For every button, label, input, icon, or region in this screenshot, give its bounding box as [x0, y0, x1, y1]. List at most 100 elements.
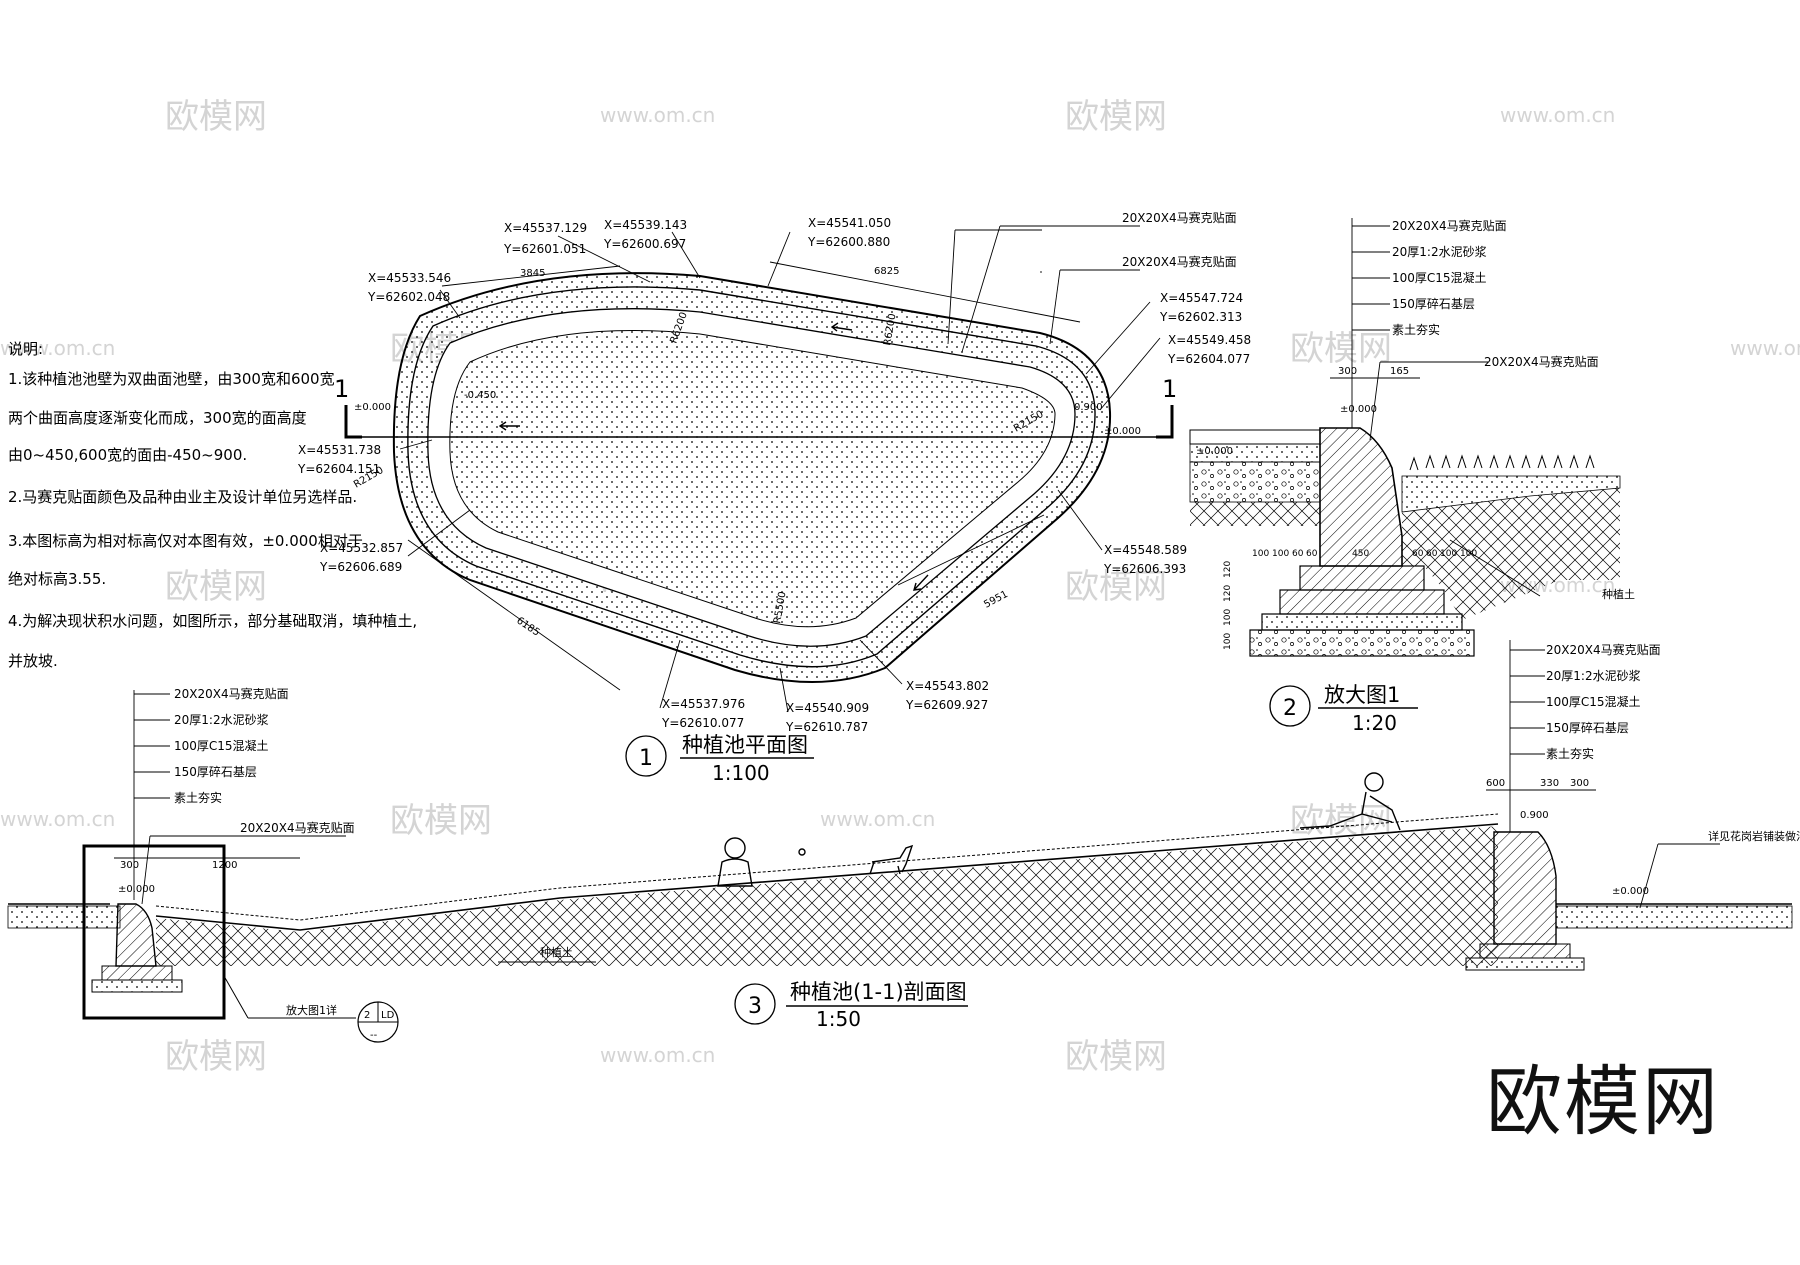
- detail-dim: 450: [1352, 549, 1369, 559]
- section-paving-left: [7, 905, 121, 929]
- coord-y: Y=62604.151: [297, 462, 380, 476]
- coord-y: Y=62602.048: [367, 290, 450, 304]
- coord-x: X=45533.546: [368, 271, 451, 285]
- section-layer: 150厚碎石基层: [1546, 720, 1629, 735]
- detail-ref-label: 放大图1详: [286, 1003, 337, 1017]
- plan-view: 1 1: [334, 225, 1177, 713]
- section-slope-band: [155, 813, 1499, 921]
- watermark-logo: 欧模网: [1290, 801, 1392, 841]
- section-paving-right: [1555, 905, 1793, 929]
- slope-arrow: [498, 421, 520, 431]
- section-layer: 100厚C15混凝土: [174, 738, 269, 753]
- detail-ref-right: LD: [381, 1010, 395, 1021]
- watermark-logo: 欧模网: [165, 1037, 267, 1077]
- section-left-wall: [115, 903, 157, 967]
- detail-callout-box: [82, 844, 226, 1020]
- detail-dim: 60: [1412, 549, 1424, 559]
- section-number: 3: [748, 994, 762, 1019]
- detail-dim: 100: [1460, 549, 1477, 559]
- detail-dim: 300: [1338, 366, 1357, 377]
- section-right-note: 详见花岗岩铺装做法: [1708, 829, 1800, 843]
- watermark-logo: 欧模网: [165, 567, 267, 607]
- watermark-url: www.om.cn: [0, 336, 115, 360]
- coord-y: Y=62600.880: [807, 235, 890, 249]
- watermark-logo: 欧模网: [390, 801, 492, 841]
- watermark-url: www.om.cn: [820, 807, 935, 831]
- coord-y: Y=62609.927: [905, 698, 988, 712]
- watermark-logo: 欧模网: [165, 97, 267, 137]
- detail-layer: 100厚C15混凝土: [1392, 270, 1487, 285]
- coord-x: X=45547.724: [1160, 291, 1243, 305]
- note-line: 1.该种植池池壁为双曲面池壁，由300宽和600宽: [8, 370, 335, 388]
- watermark-url: www.om.cn: [600, 103, 715, 127]
- coord-y: Y=62606.393: [1103, 562, 1186, 576]
- note-line: 并放坡.: [8, 652, 58, 670]
- detail-layer: 20厚1:2水泥砂浆: [1392, 244, 1487, 259]
- plan-dim: 3845: [520, 268, 545, 279]
- detail-paving-left: [1189, 429, 1321, 445]
- detail-number-circle: [1269, 685, 1311, 727]
- detail-soil-label: 种植土: [1602, 587, 1635, 601]
- plan-level: 0.900: [1074, 402, 1103, 413]
- detail-footing-2: [1279, 589, 1445, 615]
- section-label-left: 1: [334, 375, 349, 403]
- plan-level: ±0.000: [354, 402, 391, 413]
- coord-x: X=45537.129: [504, 221, 587, 235]
- plan-number: 1: [639, 746, 653, 771]
- detail-dim: 100: [1223, 633, 1233, 650]
- plan-dim: 6185: [514, 615, 541, 638]
- detail-title: 放大图1: [1324, 683, 1400, 707]
- section-soil-label: 种植土: [540, 945, 573, 959]
- detail-ref-bottom: --: [370, 1030, 378, 1041]
- watermark-layer: 欧模网 www.om.cn 欧模网 www.om.cn www.om.cn 欧模…: [0, 97, 1800, 1077]
- note-line: 2.马赛克贴面颜色及品种由业主及设计单位另选样品.: [8, 488, 358, 506]
- detail-level: ±0.000: [1196, 446, 1233, 457]
- section-labels: 20X20X4马赛克贴面 20厚1:2水泥砂浆 100厚C15混凝土 150厚碎…: [118, 642, 1800, 1041]
- detail-view: [1189, 218, 1621, 657]
- detail-dim: 100: [1440, 549, 1457, 559]
- detail-dim: 165: [1390, 366, 1409, 377]
- notes-title: 说明:: [8, 340, 44, 358]
- coord-y: Y=62610.787: [785, 720, 868, 734]
- section-layer: 20厚1:2水泥砂浆: [174, 712, 269, 727]
- watermark-url: www.om.cn: [0, 807, 115, 831]
- coord-x: X=45541.050: [808, 216, 891, 230]
- slope-arrow: [830, 322, 853, 332]
- section-left-mosaic: 20X20X4马赛克贴面: [240, 820, 355, 835]
- detail-footing-3: [1261, 613, 1463, 631]
- watermark-url: www.om.cn: [1500, 103, 1615, 127]
- plan-material-label: 20X20X4马赛克贴面: [1122, 210, 1237, 225]
- section-left-leaders: [114, 690, 346, 905]
- section-level: 0.900: [1520, 810, 1549, 821]
- watermark-url: www.om.cn: [1730, 336, 1800, 360]
- note-line: 由0~450,600宽的面由-450~900.: [8, 446, 248, 464]
- detail-layer: 20X20X4马赛克贴面: [1392, 218, 1507, 233]
- detail-dim: 100: [1252, 549, 1269, 559]
- section-left-footing: [101, 965, 173, 981]
- detail-ref-top: 2: [364, 1010, 370, 1021]
- detail-gravel-left: [1189, 461, 1321, 503]
- detail-level: ±0.000: [1340, 404, 1377, 415]
- watermark-url: www.om.cn: [600, 1043, 715, 1067]
- section-layer: 150厚碎石基层: [174, 764, 257, 779]
- note-line: 4.为解决现状积水问题，如图所示，部分基础取消，填种植土,: [8, 612, 418, 630]
- coord-x: X=45540.909: [786, 701, 869, 715]
- detail-ref-leader: [223, 975, 249, 1019]
- detail-scale: 1:20: [1352, 711, 1397, 735]
- section-right-footing: [1465, 957, 1585, 971]
- section-layer: 20厚1:2水泥砂浆: [1546, 668, 1641, 683]
- watermark-logo: 欧模网: [1290, 329, 1392, 369]
- section-layer: 20X20X4马赛克贴面: [1546, 642, 1661, 657]
- detail-dim: 100: [1272, 549, 1289, 559]
- plan-coordinate-labels: X=45537.129 Y=62601.051 X=45539.143 Y=62…: [297, 216, 1251, 734]
- detail-dim: 100: [1223, 609, 1233, 626]
- detail-soil-fill: [1402, 488, 1620, 620]
- detail-mosaic-label: 20X20X4马赛克贴面: [1484, 354, 1599, 369]
- coord-y: Y=62606.689: [319, 560, 402, 574]
- detail-dim: 120: [1223, 585, 1233, 602]
- section-level: ±0.000: [1612, 886, 1649, 897]
- coord-x: X=45548.589: [1104, 543, 1187, 557]
- detail-grass: [1409, 454, 1595, 471]
